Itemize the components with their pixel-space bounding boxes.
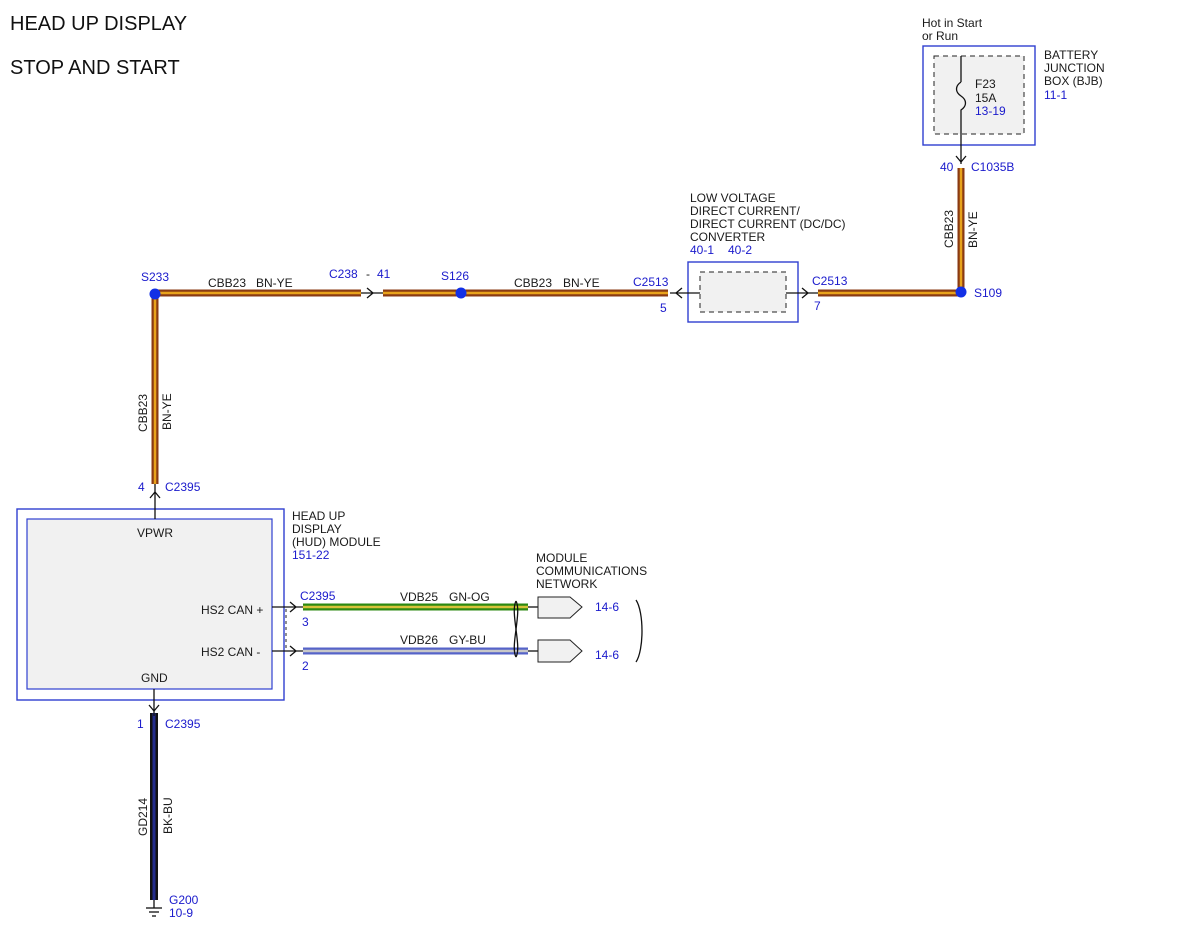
connector-arrow-icon xyxy=(148,704,160,713)
bjb-pin: 40 xyxy=(940,160,954,174)
network-name-3: NETWORK xyxy=(536,577,597,591)
bjb-hot-label: Hot in Start xyxy=(922,16,983,30)
splice-s126-label: S126 xyxy=(441,269,469,283)
connector-arrow-icon xyxy=(801,287,810,299)
network-name-2: COMMUNICATIONS xyxy=(536,564,647,578)
network-ref-plus: 14-6 xyxy=(595,600,619,614)
wire-color-bn-ye-right: BN-YE xyxy=(966,211,980,248)
connector-arrow-icon xyxy=(674,287,683,299)
ground-id: G200 xyxy=(169,893,199,907)
dcdc-name: LOW VOLTAGE xyxy=(690,191,776,205)
splice-s109-label: S109 xyxy=(974,286,1002,300)
hud-name-2: DISPLAY xyxy=(292,522,342,536)
fuse-ref: 13-19 xyxy=(975,104,1006,118)
hud-pin-can-plus: 3 xyxy=(302,615,309,629)
network-connector-minus xyxy=(528,639,583,663)
splice-s233-label: S233 xyxy=(141,270,169,284)
bjb-name-3: BOX (BJB) xyxy=(1044,74,1103,88)
splice-s109-dot xyxy=(955,286,967,298)
c238-pin: 41 xyxy=(377,267,391,281)
wire-color-bn-ye-left: BN-YE xyxy=(256,276,293,290)
battery-junction-box xyxy=(922,45,1036,164)
connector-arrow-icon xyxy=(289,645,298,657)
hud-connector-bottom: C2395 xyxy=(165,717,201,731)
hud-ref: 151-22 xyxy=(292,548,330,562)
hud-connector-can: C2395 xyxy=(300,589,336,603)
network-name: MODULE xyxy=(536,551,587,565)
dcdc-name-4: CONVERTER xyxy=(690,230,765,244)
network-bracket xyxy=(635,599,643,663)
dcdc-connector-left: C2513 xyxy=(633,275,669,289)
bjb-ref: 11-1 xyxy=(1044,88,1067,102)
wire-label-cbb23-mid: CBB23 xyxy=(514,276,552,290)
wire-label-gd214: GD214 xyxy=(136,798,150,836)
dcdc-converter xyxy=(670,261,818,323)
bjb-hot-label-2: or Run xyxy=(922,29,958,43)
connector-arrow-icon xyxy=(149,490,161,499)
dcdc-name-2: DIRECT CURRENT/ xyxy=(690,204,800,218)
wire-color-gy-bu: GY-BU xyxy=(449,633,486,647)
hud-module xyxy=(16,484,303,716)
splice-s126-dot xyxy=(455,287,467,299)
bjb-name-2: JUNCTION xyxy=(1044,61,1105,75)
hud-name: HEAD UP xyxy=(292,509,345,523)
wire-label-cbb23-right: CBB23 xyxy=(942,210,956,248)
wire-color-bk-bu: BK-BU xyxy=(161,797,175,834)
hud-pin-can-minus: 2 xyxy=(302,659,309,673)
dcdc-ref-2: 40-2 xyxy=(728,243,752,257)
connector-arrow-icon xyxy=(955,155,967,164)
network-connector-plus xyxy=(528,596,583,619)
ground-icon xyxy=(146,900,162,917)
c238-dash: - xyxy=(366,267,370,281)
ground-ref: 10-9 xyxy=(169,906,193,920)
hud-pin-vpwr: VPWR xyxy=(137,526,173,540)
bjb-connector: C1035B xyxy=(971,160,1014,174)
wire-color-gn-og: GN-OG xyxy=(449,590,490,604)
dcdc-connector-right: C2513 xyxy=(812,274,848,288)
dcdc-pin-left: 5 xyxy=(660,301,667,315)
hud-pin-top: 4 xyxy=(138,480,145,494)
connector-arrow-icon xyxy=(289,601,298,613)
hud-connector-top: C2395 xyxy=(165,480,201,494)
wire-color-bn-ye-vertical: BN-YE xyxy=(160,393,174,430)
diagram-subtitle: STOP AND START xyxy=(10,57,180,79)
fuse-id: F23 xyxy=(975,77,996,91)
bjb-name: BATTERY xyxy=(1044,48,1098,62)
network-ref-minus: 14-6 xyxy=(595,648,619,662)
hud-pin-bottom: 1 xyxy=(137,717,144,731)
inline-connector-c238 xyxy=(361,287,383,299)
hud-name-3: (HUD) MODULE xyxy=(292,535,381,549)
wire-color-bn-ye-mid: BN-YE xyxy=(563,276,600,290)
connector-arrow-icon xyxy=(366,287,375,299)
c238-label: C238 xyxy=(329,267,358,281)
diagram-title: HEAD UP DISPLAY xyxy=(10,13,187,35)
hud-pin-hs2-can-plus: HS2 CAN + xyxy=(201,603,263,617)
splice-s233-dot xyxy=(149,288,161,300)
wire-label-vdb25: VDB25 xyxy=(400,590,438,604)
hud-pin-hs2-can-minus: HS2 CAN - xyxy=(201,645,260,659)
wire-label-vdb26: VDB26 xyxy=(400,633,438,647)
dcdc-pin-right: 7 xyxy=(814,299,821,313)
hud-pin-gnd: GND xyxy=(141,671,168,685)
dcdc-ref-1: 40-1 xyxy=(690,243,714,257)
fuse-icon xyxy=(955,56,967,146)
fuse-rating: 15A xyxy=(975,91,996,105)
wire-label-cbb23-left: CBB23 xyxy=(208,276,246,290)
twisted-pair-icon xyxy=(513,600,519,658)
dcdc-name-3: DIRECT CURRENT (DC/DC) xyxy=(690,217,846,231)
wire-label-cbb23-vertical: CBB23 xyxy=(136,394,150,432)
